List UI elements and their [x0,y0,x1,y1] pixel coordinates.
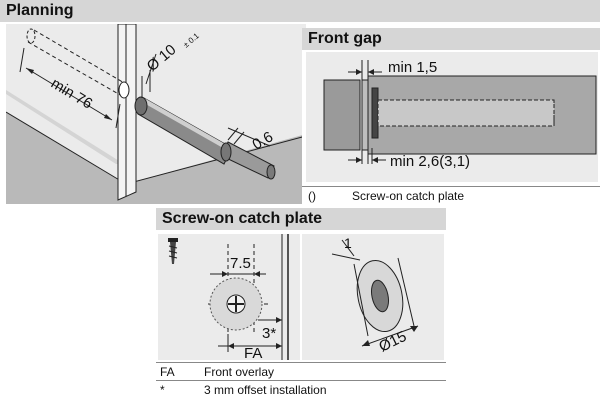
dim-7-5: 7.5 [230,255,251,272]
front-panel-section [323,79,361,151]
legend-value: 3 mm offset installation [204,383,327,397]
dim-fa: FA [244,345,262,360]
catch-plate-front-drawing: 7.5 3* FA [158,234,300,360]
front-panel [117,24,137,201]
front-gap-panel: Front gap min 1,5 min 2,6(3,1) () Screw-… [302,28,600,204]
front-gap-header: Front gap [302,28,600,50]
cabinet-side [6,112,306,204]
catch-plate-header: Screw-on catch plate [156,208,446,230]
legend-value: Front overlay [204,365,275,379]
screw-icon [168,238,178,264]
legend-value: Screw-on catch plate [352,189,465,203]
legend-key: * [160,383,165,397]
legend-key: FA [160,365,175,379]
dim-1: 1 [344,235,352,251]
dim-min-1-5: min 1,5 [388,59,437,76]
front-gap-title: Front gap [308,30,382,47]
planning-header: Planning [0,0,600,22]
dim-min-2-6: min 2,6(3,1) [390,153,470,170]
catch-plate-side-drawing: 1 Ø15 [302,234,444,360]
catch-plate-title: Screw-on catch plate [162,210,323,227]
legend-divider [156,380,446,381]
catch-plate-panel: Screw-on catch plate 7.5 3* [156,208,446,407]
drill-hole-opening [118,81,130,99]
legend-key: () [308,189,316,203]
planning-title: Planning [6,2,74,19]
dim-3-star: 3* [262,325,276,342]
planning-drawing: min 76 Ø 10 ± 0.1 0.6 [6,24,306,204]
legend-divider [156,362,446,363]
legend-divider [302,186,600,187]
cabinet-top-face [6,90,124,164]
latch-housing [371,87,379,139]
front-gap-drawing: min 1,5 min 2,6(3,1) [306,52,598,182]
